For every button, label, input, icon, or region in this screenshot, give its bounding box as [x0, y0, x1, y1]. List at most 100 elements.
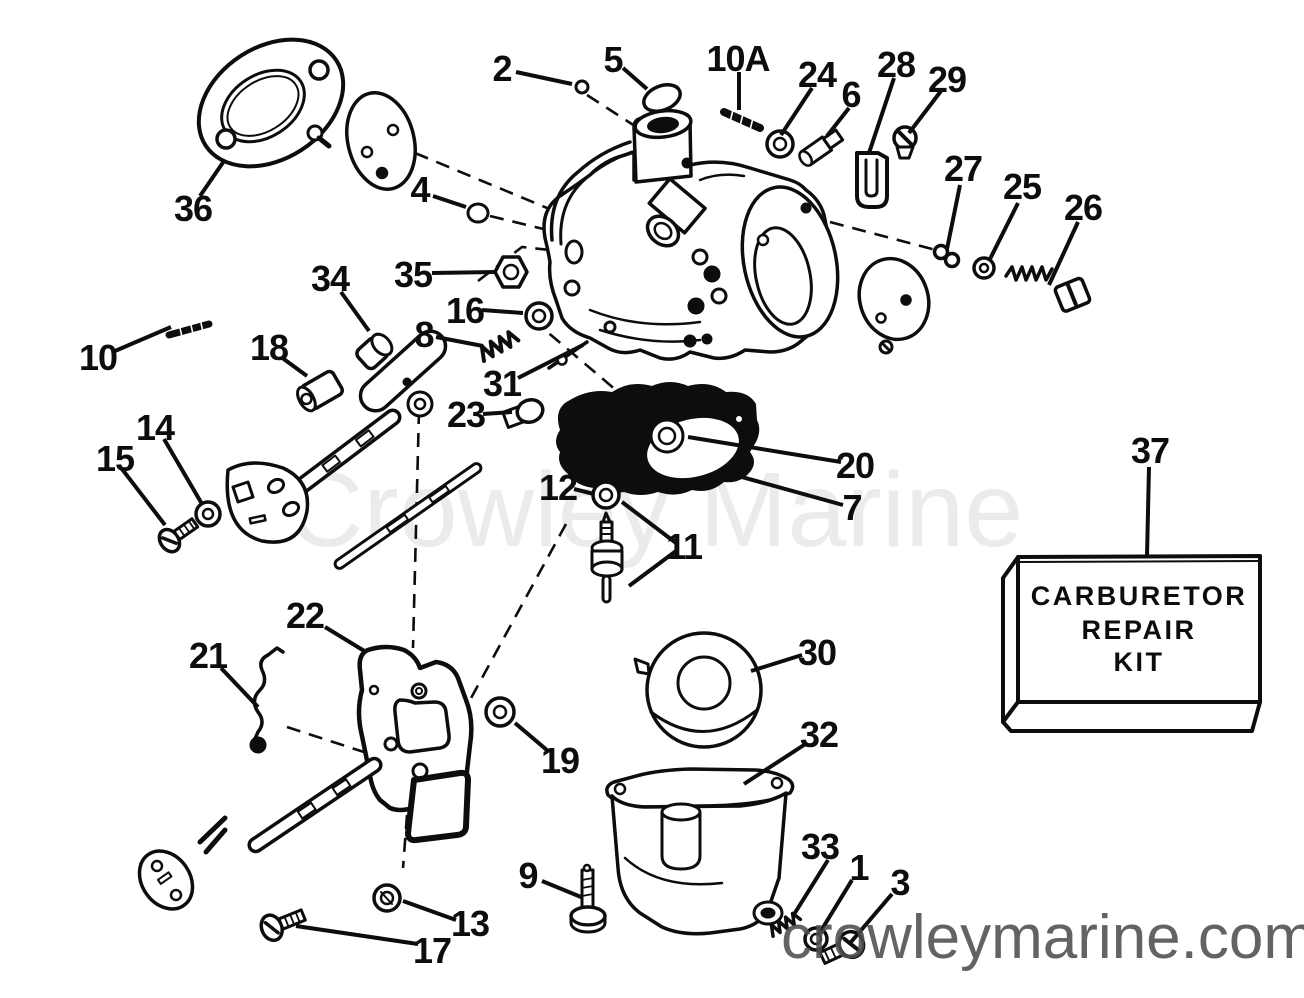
diaphragm-disc-right: [857, 256, 931, 355]
callout-leader-24: [779, 86, 814, 137]
spring-33: [769, 911, 803, 938]
callout-leader-21: [219, 666, 260, 709]
callout-label-8: 8: [414, 314, 433, 355]
callout-label-20: 20: [836, 445, 874, 486]
callout-label-4: 4: [410, 169, 430, 210]
callout-label-26: 26: [1064, 187, 1102, 228]
spring-8: [479, 330, 521, 363]
callout-leader-10: [114, 325, 172, 353]
wire-link-21: [249, 646, 285, 754]
callout-label-11: 11: [666, 526, 703, 567]
seal-16: [524, 301, 554, 331]
callout-leader-12: [573, 487, 595, 496]
nut-35: [493, 255, 529, 289]
callout-leader-5: [621, 66, 649, 91]
choke-rod: [333, 462, 483, 570]
callout-label-1: 1: [849, 847, 869, 888]
callout-leader-8: [435, 335, 484, 348]
plug-4: [466, 202, 490, 224]
callout-label-2: 2: [492, 48, 511, 89]
clip-28: [855, 151, 889, 209]
callout-label-27: 27: [944, 148, 982, 189]
flange-gasket-36: [196, 37, 346, 169]
callout-leader-14: [162, 437, 204, 506]
mount-gasket-22: [356, 644, 474, 844]
callout-leader-37: [1145, 466, 1151, 557]
callout-label-16: 16: [446, 290, 484, 331]
bolt-9: [569, 863, 607, 934]
callout-leader-27: [945, 184, 962, 250]
callout-label-5: 5: [603, 39, 623, 80]
callout-label-10: 10: [79, 337, 117, 378]
washer-24: [765, 129, 795, 159]
callout-label-24: 24: [798, 54, 837, 95]
callout-leader-23: [482, 410, 513, 416]
callout-leader-15: [120, 467, 167, 527]
kit-line-2: REPAIR: [1081, 615, 1196, 645]
callout-leader-26: [1047, 221, 1080, 286]
callout-label-14: 14: [136, 407, 175, 448]
lever-34: [355, 329, 448, 418]
parts-artwork: [137, 37, 1262, 965]
callout-label-9: 9: [518, 855, 537, 896]
washer-19: [484, 696, 516, 728]
callout-leader-31: [517, 343, 584, 380]
callout-leader-20: [687, 435, 842, 464]
callout-label-30: 30: [798, 632, 836, 673]
callout-leader-19: [513, 721, 550, 753]
callout-label-21: 21: [189, 635, 228, 676]
oring-25: [972, 256, 996, 280]
callout-leader-32: [742, 741, 809, 786]
callout-label-32: 32: [800, 714, 838, 755]
callout-leader-2: [515, 70, 573, 86]
kit-line-1: CARBURETOR: [1031, 581, 1248, 611]
callout-leader-29: [907, 89, 943, 135]
callout-leader-34: [339, 290, 371, 333]
callout-leader-7: [719, 469, 844, 507]
callout-leader-16: [481, 308, 524, 315]
callout-label-10A: 10A: [706, 38, 770, 79]
pin-10: [165, 320, 213, 339]
callout-label-6: 6: [841, 74, 860, 115]
float-bowl-32: [605, 767, 795, 936]
callout-label-25: 25: [1003, 166, 1042, 207]
callout-label-18: 18: [250, 327, 288, 368]
callout-label-17: 17: [413, 930, 451, 971]
watermark-corner: crowleymarine.com: [781, 903, 1304, 972]
callout-leader-25: [987, 202, 1020, 262]
callout-label-13: 13: [451, 903, 489, 944]
repair-kit-box: [1001, 554, 1262, 733]
washer-13: [372, 883, 402, 913]
callout-leader-22: [323, 625, 368, 654]
callout-leader-33: [791, 858, 830, 918]
callout-leader-36: [198, 159, 226, 198]
screw-15: [157, 517, 200, 554]
callout-leader-35: [431, 270, 497, 275]
kit-line-3: KIT: [1114, 647, 1165, 677]
packing-27: [932, 243, 961, 269]
callout-leader-11: [627, 549, 678, 588]
callout-leader-28: [867, 77, 896, 154]
screw-29: [892, 125, 918, 160]
needle-valve-11: [590, 511, 624, 604]
callout-leader-3: [849, 892, 894, 944]
cover-screw-upper: [306, 124, 332, 149]
diaphragm-disc-left: [345, 91, 417, 191]
lower-shaft-assembly: [137, 756, 383, 911]
callout-label-31: 31: [483, 363, 522, 404]
callout-label-3: 3: [890, 862, 909, 903]
callout-label-35: 35: [394, 254, 433, 295]
callout-leader-1: [817, 878, 854, 936]
callout-label-22: 22: [286, 595, 324, 636]
callout-leader-9: [541, 879, 582, 899]
needle-seat-6: [798, 128, 845, 167]
callout-label-28: 28: [877, 44, 915, 85]
callout-leader-13: [402, 899, 457, 922]
washer-14: [194, 500, 222, 528]
ring-12: [591, 480, 621, 510]
screw-17: [259, 908, 307, 943]
idle-screw-26: [1004, 265, 1092, 313]
throttle-shaft-cam: [225, 408, 402, 544]
